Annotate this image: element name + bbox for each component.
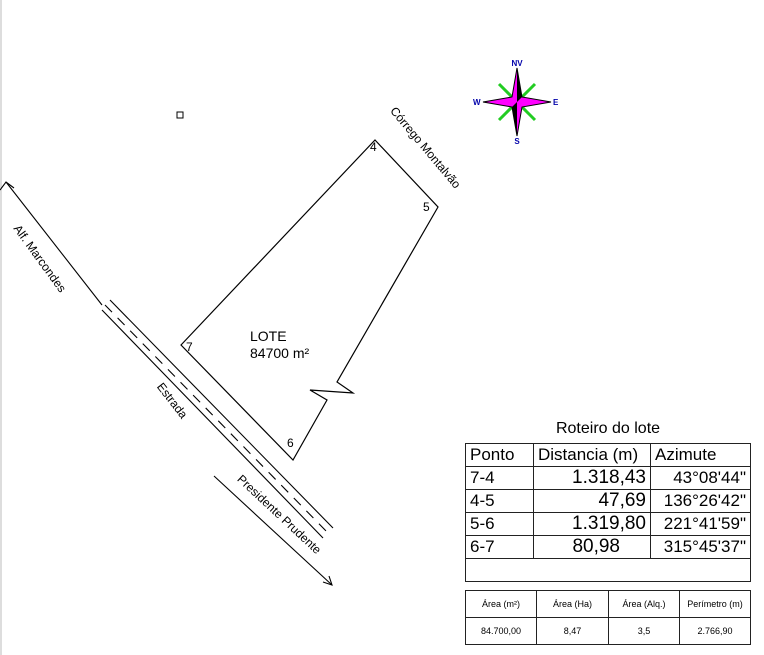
summary-table: Área (m²) Área (Ha) Área (Alq.) Perímetr… <box>465 590 751 645</box>
table-title: Roteiro do lote <box>555 420 661 437</box>
summary-area-alq: 3,5 <box>608 617 680 645</box>
cell-az: 221°41'59" <box>650 512 751 536</box>
vertex-5: 5 <box>423 200 430 214</box>
compass-rose-icon: NV S E W <box>473 59 559 146</box>
summary-area-ha: 8,47 <box>536 617 609 645</box>
cell-ponto: 4-5 <box>465 489 534 513</box>
vertex-6: 6 <box>287 436 294 450</box>
road <box>0 181 334 586</box>
cell-az: 136°26'42" <box>650 489 751 513</box>
cell-dist: 1.318,43 <box>533 466 651 490</box>
header-distancia: Distancia (m) <box>533 443 651 467</box>
cell-dist: 47,69 <box>533 489 651 513</box>
summary-perimetro: 2.766,90 <box>679 617 751 645</box>
summary-header-area-ha: Área (Ha) <box>536 590 609 618</box>
compass-west: W <box>473 98 481 107</box>
compass-south: S <box>514 137 520 146</box>
cell-ponto: 6-7 <box>465 535 534 559</box>
summary-value-row: 84.700,00 8,47 3,5 2.766,90 <box>465 617 751 645</box>
summary-header-row: Área (m²) Área (Ha) Área (Alq.) Perímetr… <box>465 590 751 618</box>
header-azimute: Azimute <box>650 443 751 467</box>
cell-dist: 1.319,80 <box>533 512 651 536</box>
vertex-7: 7 <box>186 340 193 354</box>
summary-area-m2: 84.700,00 <box>465 617 537 645</box>
cell-ponto: 7-4 <box>465 466 534 490</box>
compass-east: E <box>553 98 559 107</box>
compass-north: NV <box>511 59 523 68</box>
lot-polygon <box>180 139 439 461</box>
header-ponto: Ponto <box>465 443 534 467</box>
lot-label: LOTE <box>250 328 287 344</box>
cell-ponto: 5-6 <box>465 512 534 536</box>
summary-header-area-alq: Área (Alq.) <box>608 590 680 618</box>
cell-dist: 80,98 <box>533 535 651 559</box>
vertex-4: 4 <box>370 140 377 154</box>
lot-area: 84700 m² <box>250 345 310 361</box>
table-spacer-row <box>465 558 751 582</box>
summary-header-area-m2: Área (m²) <box>465 590 537 618</box>
cell-az: 315°45'37" <box>650 535 751 559</box>
cell-az: 43°08'44" <box>650 466 751 490</box>
selection-handle[interactable] <box>176 111 184 119</box>
table-header-row: Ponto Distancia (m) Azimute <box>465 443 751 467</box>
summary-header-perimetro: Perímetro (m) <box>679 590 751 618</box>
